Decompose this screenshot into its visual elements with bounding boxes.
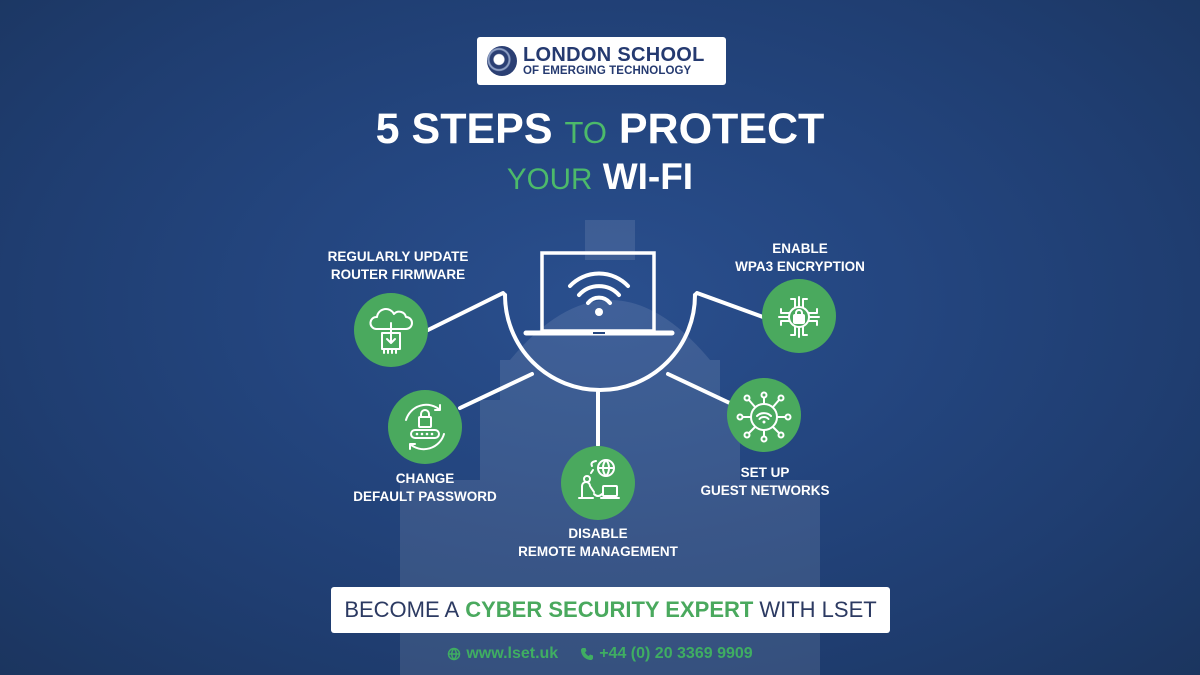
lock-password-refresh-icon — [405, 403, 445, 451]
step-password-button[interactable] — [388, 390, 462, 464]
headline-your: YOUR — [506, 163, 593, 196]
step-guest-button[interactable] — [727, 378, 801, 452]
headline-line1: 5 STEPS TO PROTECT — [0, 108, 1200, 151]
website-text: www.lset.uk — [466, 645, 559, 662]
lset-logo[interactable]: LONDON SCHOOL OF EMERGING TECHNOLOGY — [477, 37, 726, 85]
step-remote-button[interactable] — [561, 446, 635, 520]
headline-5-steps: 5 STEPS — [375, 105, 553, 153]
connector-password — [458, 372, 534, 410]
globe-icon — [448, 647, 461, 661]
circuit-lock-icon — [778, 296, 820, 338]
headline-protect: PROTECT — [618, 105, 825, 153]
person-remote-globe-icon — [578, 459, 620, 499]
headline-to: TO — [564, 115, 607, 150]
step-label-firmware: REGULARLY UPDATE ROUTER FIRMWARE — [327, 249, 469, 282]
laptop-wifi-icon — [523, 251, 675, 336]
phone-link[interactable]: +44 (0) 20 3369 9909 — [580, 645, 753, 663]
cta-prefix: BECOME A — [344, 597, 460, 622]
cta-banner[interactable]: BECOME A CYBER SECURITY EXPERT WITH LSET — [331, 587, 890, 633]
logo-line2: OF EMERGING TECHNOLOGY — [523, 64, 692, 77]
lset-head-logo-icon — [487, 46, 517, 76]
step-label-wpa3: ENABLE WPA3 ENCRYPTION — [735, 241, 865, 274]
phone-text: +44 (0) 20 3369 9909 — [599, 645, 753, 662]
website-link[interactable]: www.lset.uk — [447, 645, 558, 663]
cloud-download-chip-icon — [369, 308, 413, 354]
step-firmware-button[interactable] — [354, 293, 428, 367]
headline-wifi: WI-FI — [602, 156, 694, 197]
step-label-password: CHANGE DEFAULT PASSWORD — [353, 471, 497, 504]
phone-icon — [581, 648, 594, 660]
cta-highlight: CYBER SECURITY EXPERT — [465, 597, 754, 622]
step-label-guest: SET UP GUEST NETWORKS — [700, 465, 830, 498]
connector-wpa3 — [693, 291, 765, 319]
step-wpa3-button[interactable] — [762, 279, 836, 353]
wifi-network-nodes-icon — [736, 391, 792, 443]
step-label-remote: DISABLE REMOTE MANAGEMENT — [518, 526, 678, 559]
contact-row: www.lset.uk +44 (0) 20 3369 9909 — [0, 645, 1200, 663]
connector-guest — [666, 372, 738, 408]
headline-line2: YOUR WI-FI — [0, 158, 1200, 195]
connector-firmware — [426, 291, 507, 332]
cta-suffix: WITH LSET — [759, 597, 877, 622]
logo-line1: LONDON SCHOOL — [523, 43, 705, 66]
